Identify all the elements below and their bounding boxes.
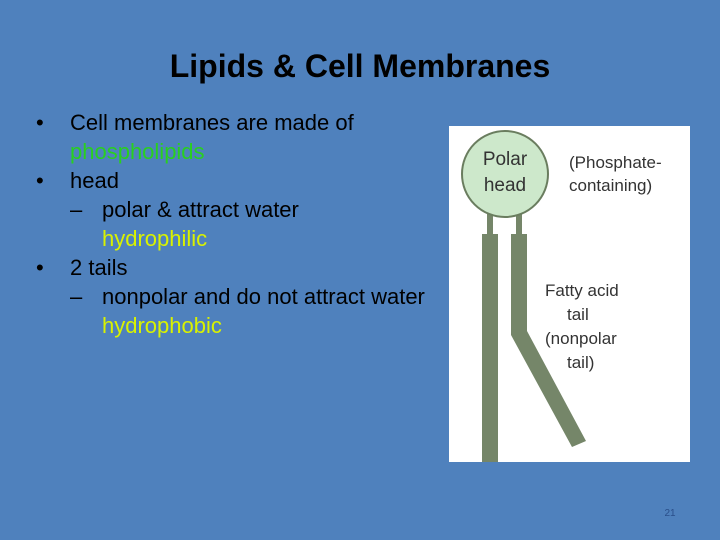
- bullet-text: head: [70, 168, 119, 193]
- tail-label-line2: tail: [567, 305, 589, 324]
- bullet-text: 2 tails: [70, 255, 128, 280]
- head-label-line1: Polar: [483, 149, 528, 170]
- slide-title: Lipids & Cell Membranes: [169, 48, 551, 84]
- bullet-phospholipids: Cell membranes are made of phospholipids: [36, 108, 436, 166]
- sub-bullet-text: polar & attract water: [102, 197, 299, 222]
- tail-label-line1: Fatty acid: [545, 281, 619, 300]
- tail-label-line3: (nonpolar: [545, 329, 617, 348]
- polar-head-circle: [461, 130, 549, 218]
- bullet-tails: 2 tails: [36, 253, 436, 282]
- bullet-text: Cell membranes are made of: [70, 110, 354, 135]
- bullet-head: head: [36, 166, 436, 195]
- tail-left: [482, 234, 498, 462]
- bullet-list: Cell membranes are made of phospholipids…: [36, 108, 436, 340]
- phospholipid-diagram: Polar head (Phosphate- containing) Fatty…: [449, 126, 690, 462]
- phospholipid-svg: Polar head (Phosphate- containing) Fatty…: [461, 130, 662, 462]
- head-label-line2: head: [484, 175, 526, 196]
- head-note-line1: (Phosphate-: [569, 153, 662, 172]
- head-tail-link-right: [516, 214, 522, 236]
- highlight-phospholipids: phospholipids: [70, 139, 205, 164]
- highlight-hydrophobic: hydrophobic: [102, 313, 222, 338]
- page-number: 21: [664, 508, 676, 519]
- sub-bullet-tails: nonpolar and do not attract water hydrop…: [36, 282, 436, 340]
- head-note-line2: containing): [569, 176, 652, 195]
- tail-label-line4: tail): [567, 353, 594, 372]
- head-tail-link-left: [487, 214, 493, 236]
- sub-bullet-head: polar & attract water hydrophilic: [36, 195, 436, 253]
- sub-bullet-text: nonpolar and do not attract water: [102, 284, 425, 309]
- tail-right-kinked: [511, 234, 586, 447]
- highlight-hydrophilic: hydrophilic: [102, 226, 208, 251]
